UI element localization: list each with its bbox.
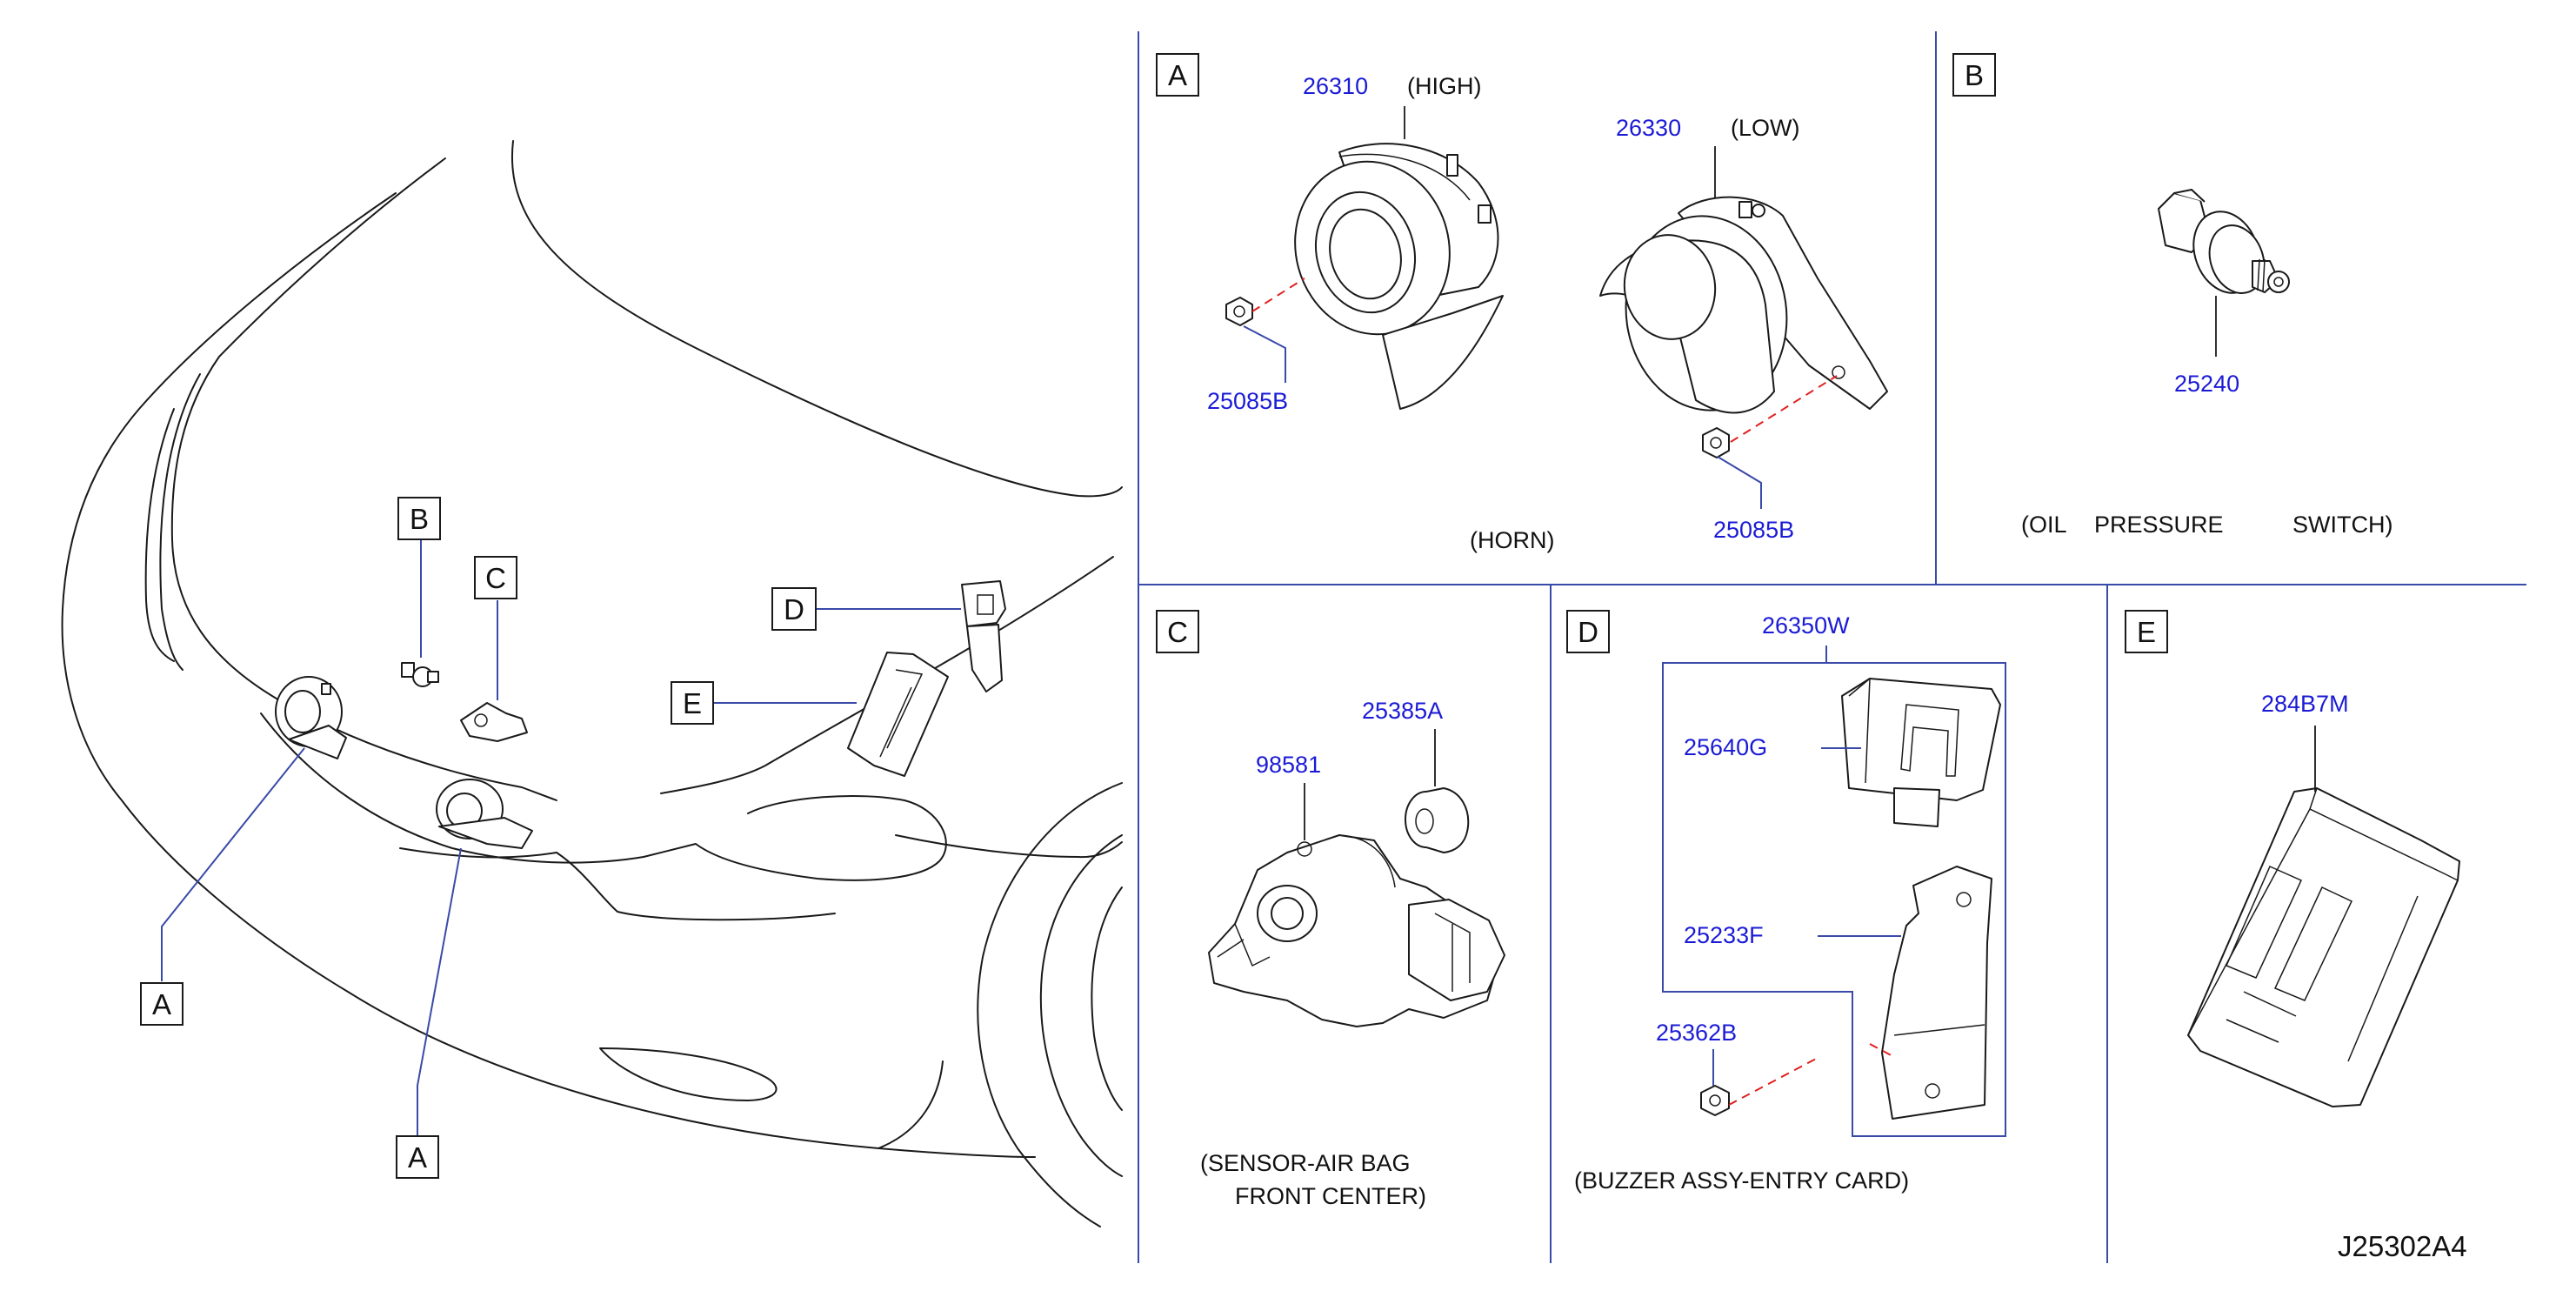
part-26350w: 26350W <box>1762 612 1850 639</box>
caption-horn: (HORN) <box>1470 527 1554 553</box>
caption-switch: SWITCH) <box>2292 512 2392 538</box>
svg-text:B: B <box>410 503 429 535</box>
part-25085b-left: 25085B <box>1207 388 1288 414</box>
svg-text:E: E <box>683 687 702 719</box>
overview-horn-center <box>436 779 533 849</box>
buzzer-drawing <box>1841 678 2001 827</box>
diagram-code: J25302A4 <box>2338 1230 2467 1262</box>
caption-pressure: PRESSURE <box>2094 512 2224 538</box>
panel-frame <box>1138 31 2526 1263</box>
svg-text:D: D <box>784 593 804 625</box>
label-high: (HIGH) <box>1407 73 1481 99</box>
overview-buzzer <box>961 580 1006 692</box>
panel-c-airbag-sensor: C 98581 25385A (SENSOR-AIR BAG FRONT CEN… <box>1156 610 1505 1209</box>
caption-sensor-line2: FRONT CENTER) <box>1235 1183 1426 1209</box>
overview-label-e: E <box>671 681 714 725</box>
panel-d-letter: D <box>1578 616 1598 648</box>
overview-callouts <box>161 539 961 1135</box>
panel-b-oil-pressure: B 25240 (OIL PRESSURE SWITCH) <box>1952 53 2392 538</box>
bolt-right-drawing <box>1702 427 1730 458</box>
control-unit-drawing <box>2187 787 2460 1107</box>
overview-airbag-sensor <box>460 702 528 742</box>
panel-a-letter: A <box>1168 59 1187 91</box>
overview-horn-left <box>275 676 347 759</box>
vehicle-front-overview <box>61 140 1123 1227</box>
panel-a-horn: A 26310 (HIGH) 26330 (LOW) <box>1156 53 1888 553</box>
bracket-drawing <box>1881 866 1992 1120</box>
overview-label-c: C <box>474 556 517 599</box>
overview-oil-switch <box>401 662 439 687</box>
panel-e-control-unit: E 284B7M <box>2125 610 2460 1107</box>
panel-e-letter: E <box>2137 616 2156 648</box>
overview-label-a-left: A <box>140 982 184 1026</box>
overview-label-b: B <box>397 497 441 540</box>
oil-switch-drawing <box>2158 189 2290 294</box>
part-98581: 98581 <box>1256 752 1321 778</box>
caption-oil: (OIL <box>2021 512 2067 538</box>
panel-c-letter: C <box>1167 616 1188 648</box>
part-25640g: 25640G <box>1684 734 1767 760</box>
caption-sensor-line1: (SENSOR-AIR BAG <box>1200 1150 1411 1176</box>
svg-text:A: A <box>152 988 171 1020</box>
label-low: (LOW) <box>1731 115 1799 141</box>
part-25385a: 25385A <box>1362 698 1443 724</box>
panel-b-letter: B <box>1965 59 1984 91</box>
airbag-sensor-drawing <box>1208 834 1505 1027</box>
part-26310: 26310 <box>1303 73 1368 99</box>
part-25085b-right: 25085B <box>1713 517 1794 543</box>
part-284b7m: 284B7M <box>2261 691 2349 717</box>
overview-label-d: D <box>771 587 817 631</box>
caption-buzzer: (BUZZER ASSY-ENTRY CARD) <box>1574 1167 1909 1194</box>
horn-low-drawing <box>1599 196 1888 414</box>
horn-high-drawing <box>1294 143 1504 410</box>
svg-text:A: A <box>408 1141 427 1174</box>
nut-drawing <box>1700 1085 1730 1116</box>
part-26330: 26330 <box>1616 115 1681 141</box>
overview-label-a-bottom: A <box>396 1135 439 1179</box>
part-25362b: 25362B <box>1656 1020 1737 1046</box>
part-25240: 25240 <box>2174 371 2239 397</box>
bolt-left-drawing <box>1225 297 1253 326</box>
part-25233f: 25233F <box>1684 922 1764 948</box>
grommet-drawing <box>1405 787 1470 853</box>
svg-text:C: C <box>485 562 506 594</box>
overview-control-unit <box>847 652 949 777</box>
panel-d-buzzer: D 26350W 25640G 25233F 25362B (BUZZER <box>1566 610 2006 1194</box>
